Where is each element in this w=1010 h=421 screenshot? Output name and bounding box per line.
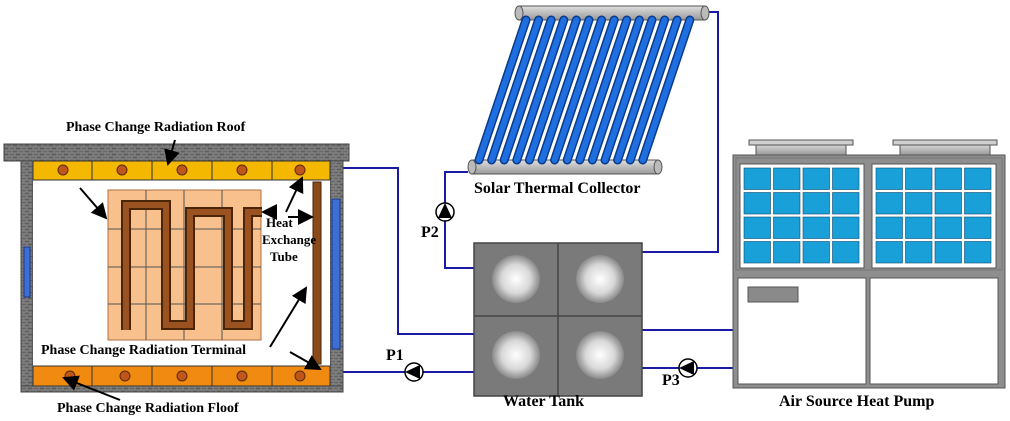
collector-tube: [564, 17, 618, 163]
collector-tube: [526, 17, 580, 163]
floor-label: Phase Change Radiation Floof: [57, 401, 239, 416]
tank-label: Water Tank: [503, 393, 585, 410]
heat-pump: [732, 139, 1006, 389]
grille-cell: [743, 192, 771, 215]
grille-cell: [875, 167, 903, 190]
grille-cell: [743, 167, 771, 190]
floor-slab: [20, 385, 344, 393]
collector-tube: [551, 17, 605, 163]
grille-cell: [964, 192, 992, 215]
p2-label: P2: [421, 224, 439, 241]
grille-cell: [905, 167, 933, 190]
grille-cell: [964, 216, 992, 239]
grille-cell: [802, 192, 830, 215]
grille-cell: [905, 216, 933, 239]
grille-cell: [875, 216, 903, 239]
grille-cell: [964, 241, 992, 264]
grille-cell: [832, 167, 860, 190]
grille-cell: [773, 216, 801, 239]
grille-cell: [905, 241, 933, 264]
control-panel: [747, 286, 799, 303]
collector-tube: [627, 17, 681, 163]
solar-collector: [467, 5, 710, 175]
collector-tube: [513, 17, 567, 163]
grille-cell: [773, 241, 801, 264]
grille-cell: [773, 192, 801, 215]
grille-cell: [934, 192, 962, 215]
grille-cell: [832, 192, 860, 215]
vertical-tube: [312, 181, 322, 365]
solar-label: Solar Thermal Collector: [474, 180, 641, 197]
grille-cell: [934, 216, 962, 239]
collector-tube: [488, 17, 542, 163]
roof-label: Phase Change Radiation Roof: [66, 120, 246, 135]
tube-label-line3: Tube: [270, 249, 298, 264]
roof-slab: [3, 143, 350, 162]
pcm-terminal-panel: [107, 189, 262, 341]
grille-cell: [802, 167, 830, 190]
grille-cell: [832, 241, 860, 264]
pump-p2: [435, 202, 455, 222]
pump-p3: [678, 358, 698, 378]
p1-label: P1: [386, 347, 404, 364]
collector-tube: [501, 17, 555, 163]
grille-cell: [743, 241, 771, 264]
heat-pump-grilles: [743, 167, 992, 264]
grille-cell: [773, 167, 801, 190]
collector-tube: [589, 17, 643, 163]
grille-cell: [875, 192, 903, 215]
grille-cell: [802, 216, 830, 239]
water-tank: [473, 242, 643, 397]
collector-tube: [539, 17, 592, 163]
grille-cell: [875, 241, 903, 264]
heat-pump-label: Air Source Heat Pump: [779, 393, 935, 410]
left-window: [23, 246, 31, 298]
tube-label-line1: Heat: [266, 215, 293, 230]
right-window: [331, 198, 341, 350]
grille-cell: [964, 167, 992, 190]
p3-label: P3: [662, 372, 680, 389]
building: [3, 139, 350, 401]
terminal-label: Phase Change Radiation Terminal: [41, 343, 246, 358]
grille-cell: [934, 241, 962, 264]
collector-tube: [639, 17, 693, 163]
collector-tube: [614, 17, 668, 163]
grille-cell: [832, 216, 860, 239]
grille-cell: [802, 241, 830, 264]
leader-arrows: [62, 139, 322, 401]
tube-label-line2: Exchange: [262, 232, 317, 247]
collector-tube: [476, 17, 529, 163]
grille-cell: [905, 192, 933, 215]
collector-tubes: [474, 15, 695, 165]
pcm-floor-layer: [32, 365, 331, 387]
pcm-roof-layer: [32, 160, 331, 181]
pump-p1: [404, 362, 424, 382]
grille-cell: [743, 216, 771, 239]
collector-tube: [576, 17, 630, 163]
grille-cell: [934, 167, 962, 190]
collector-tube: [602, 17, 655, 163]
